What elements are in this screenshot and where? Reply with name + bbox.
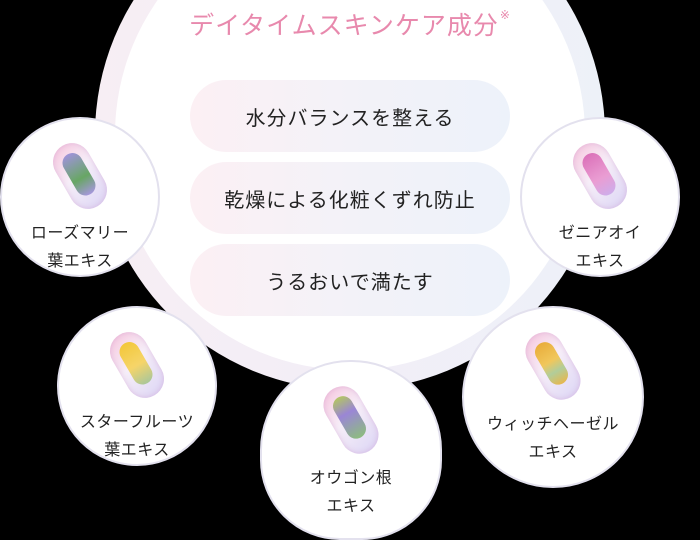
benefit-text: 水分バランスを整える xyxy=(245,105,455,130)
ingredient-witch-hazel: ウィッチヘーゼルエキス xyxy=(462,306,644,488)
ingredient-starfruit: スターフルーツ葉エキス xyxy=(57,306,217,466)
witch-hazel-capsule-icon xyxy=(518,325,588,407)
ingredient-label: ローズマリー葉エキス xyxy=(30,223,130,270)
ingredient-label: オウゴン根エキス xyxy=(309,468,393,515)
starfruit-capsule-icon xyxy=(103,325,171,405)
mallow-capsule-icon xyxy=(566,136,634,216)
benefit-pill-1: 水分バランスを整える xyxy=(190,80,510,152)
note-mark: ※ xyxy=(499,8,511,22)
page-title: デイタイムスキンケア成分※ xyxy=(0,6,700,42)
ingredient-label: ゼニアオイエキス xyxy=(558,223,642,270)
ingredient-label: ウィッチヘーゼルエキス xyxy=(486,414,619,461)
ingredient-label: スターフルーツ葉エキス xyxy=(79,412,195,459)
skullcap-capsule-icon xyxy=(316,379,386,461)
ingredient-mallow: ゼニアオイエキス xyxy=(520,117,680,277)
rosemary-capsule-icon xyxy=(46,136,114,216)
ingredient-skullcap: オウゴン根エキス xyxy=(260,360,442,540)
title-text: デイタイムスキンケア成分 xyxy=(189,11,499,40)
benefit-text: うるおいで満たす xyxy=(266,269,434,294)
benefit-text: 乾燥による化粧くずれ防止 xyxy=(224,187,476,212)
benefit-pill-2: 乾燥による化粧くずれ防止 xyxy=(190,162,510,234)
ingredient-rosemary: ローズマリー葉エキス xyxy=(0,117,160,277)
benefit-pill-3: うるおいで満たす xyxy=(190,244,510,316)
